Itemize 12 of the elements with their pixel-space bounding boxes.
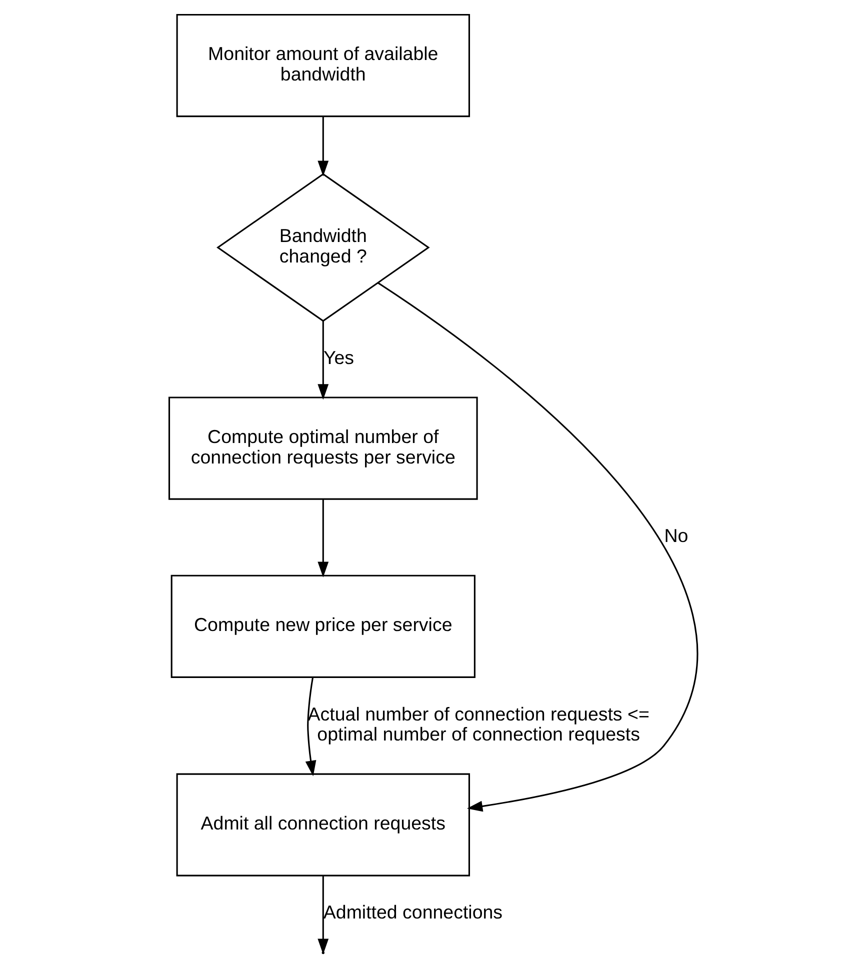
arrow bbox=[318, 321, 329, 400]
node-box: Compute new price per service bbox=[170, 574, 476, 678]
node-diamond: Bandwidth changed ? bbox=[216, 173, 430, 322]
node-box: Monitor amount of available bandwidth bbox=[176, 14, 470, 118]
edge-label: Yes bbox=[323, 347, 354, 368]
node-box: Compute optimal number of connection requests per service bbox=[168, 396, 478, 500]
arrow bbox=[305, 677, 316, 776]
edge-label: No bbox=[664, 525, 688, 546]
arrow bbox=[377, 282, 698, 812]
node-box: Admit all connection requests bbox=[176, 773, 470, 876]
arrow bbox=[318, 500, 329, 578]
arrow bbox=[318, 116, 329, 176]
